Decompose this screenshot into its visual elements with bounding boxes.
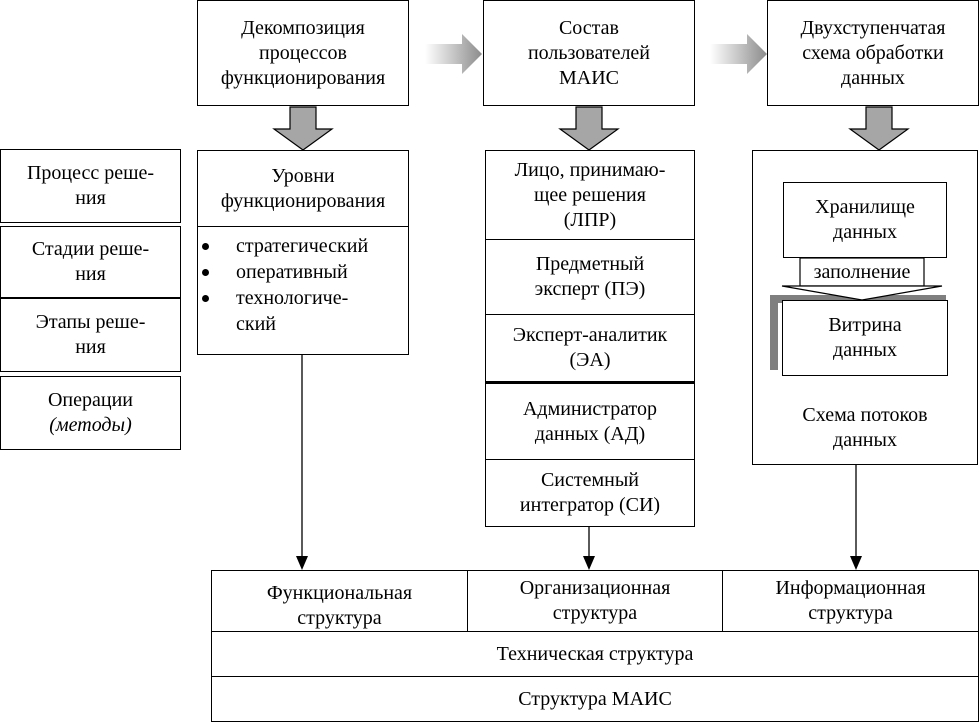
level-strategic: стратегический [236, 235, 369, 257]
roles-box: Лицо, принимаю- щее решения (ЛПР) Предме… [485, 150, 695, 527]
informational-structure-label: Информационная структура [775, 577, 926, 624]
technical-structure-label: Техническая структура [496, 642, 694, 665]
flow-arrow-icon [425, 34, 482, 74]
steps-box: Этапы реше- ния [0, 298, 181, 372]
levels-list: стратегический оперативный технологиче- … [198, 233, 408, 337]
process-box: Процесс реше- ния [0, 149, 181, 223]
process-label: Процесс реше- ния [26, 162, 155, 209]
role-dm: Лицо, принимаю- щее решения (ЛПР) [486, 151, 694, 240]
list-item: стратегический [198, 233, 408, 259]
structure-box: Функциональная структура Организационная… [211, 570, 979, 722]
connector-line [583, 527, 595, 570]
operations-label: Операции [47, 389, 133, 411]
organizational-structure-cell: Организационная структура [468, 571, 723, 631]
decomposition-box: Декомпозиция процессов функционирования [197, 0, 409, 106]
technical-structure-row: Техническая структура [212, 631, 978, 677]
storage-label: Хранилище данных [815, 196, 915, 243]
informational-structure-cell: Информационная структура [723, 571, 978, 631]
decomposition-label: Декомпозиция процессов функционирования [220, 16, 386, 89]
role-integrator-label: Системный интегратор (СИ) [519, 469, 661, 516]
storage-box: Хранилище данных [783, 182, 947, 258]
levels-title: Уровни функционирования [198, 151, 408, 227]
stages-box: Стадии реше- ния [0, 226, 181, 298]
two-stage-box: Двухступенчатая схема обработки данных [767, 0, 979, 106]
list-item: оперативный [198, 259, 408, 285]
role-integrator: Системный интегратор (СИ) [486, 460, 694, 526]
operations-box: Операции (методы) [0, 376, 181, 450]
role-analyst-label: Эксперт-аналитик (ЭА) [512, 324, 668, 371]
list-item: технологиче- ский [198, 285, 408, 337]
connector-line [850, 465, 862, 570]
level-operational: оперативный [236, 261, 348, 283]
levels-box: Уровни функционирования стратегический о… [197, 150, 409, 355]
role-data-admin: Администратор данных (АД) [486, 384, 694, 460]
functional-structure-label: Функциональная структура [266, 582, 413, 629]
mart-label: Витрина данных [828, 314, 902, 361]
down-block-arrow-icon [558, 106, 620, 151]
role-dm-label: Лицо, принимаю- щее решения (ЛПР) [514, 158, 666, 231]
connector-line [296, 355, 308, 570]
flow-arrow-icon [710, 34, 767, 74]
organizational-structure-label: Организационная структура [519, 577, 671, 624]
dataflow-caption-label: Схема потоков данных [802, 404, 928, 451]
down-block-arrow-icon [272, 106, 334, 151]
stages-label: Стадии реше- ния [31, 238, 150, 285]
levels-title-label: Уровни функционирования [220, 164, 386, 212]
mart-box: Витрина данных [782, 300, 948, 376]
role-subject-expert-label: Предметный эксперт (ПЭ) [534, 253, 646, 300]
functional-structure-cell: Функциональная структура [212, 571, 468, 631]
users-box: Состав пользователей МАИС [483, 0, 695, 106]
steps-label: Этапы реше- ния [35, 311, 146, 358]
level-technological: технологиче- ский [236, 287, 349, 335]
fill-text: заполнение [813, 260, 911, 283]
mais-structure-label: Структура МАИС [518, 687, 672, 710]
users-label: Состав пользователей МАИС [527, 16, 651, 89]
mais-structure-row: Структура МАИС [212, 677, 978, 721]
role-analyst: Эксперт-аналитик (ЭА) [486, 315, 694, 384]
operations-methods-label: (методы) [49, 414, 132, 436]
down-block-arrow-icon [848, 106, 910, 151]
role-data-admin-label: Администратор данных (АД) [522, 397, 658, 445]
dataflow-caption: Схема потоков данных [752, 396, 978, 460]
role-subject-expert: Предметный эксперт (ПЭ) [486, 240, 694, 315]
two-stage-label: Двухступенчатая схема обработки данных [800, 16, 946, 89]
fill-label: заполнение [800, 258, 924, 286]
